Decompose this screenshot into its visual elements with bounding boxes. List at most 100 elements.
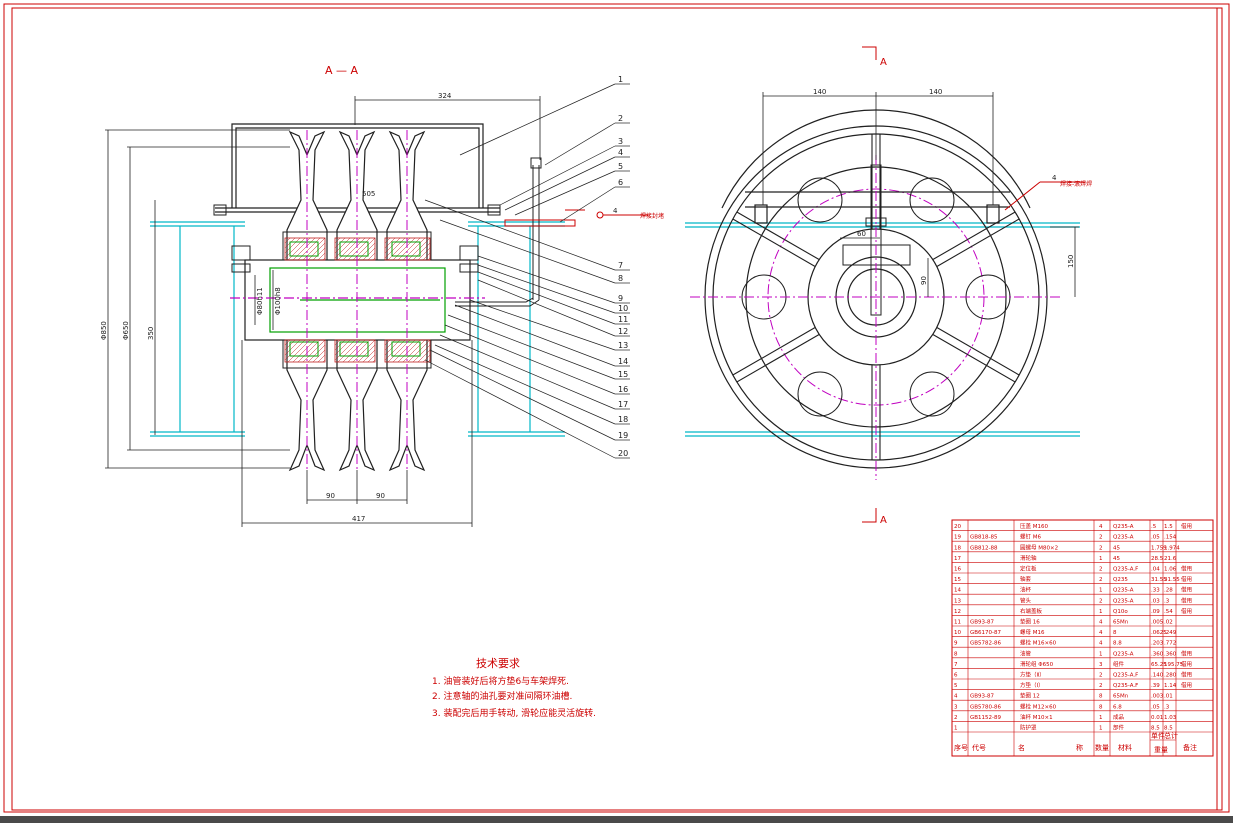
bom-unit-weight: .203 [1151,641,1164,647]
callout-number: 12 [618,327,628,336]
bom-qty: 8 [1099,694,1103,700]
bearing-outline [289,341,319,357]
bom-material: 8.8 [1113,641,1122,647]
bom-unit-weight: 28.5 [1151,556,1164,562]
dimension-lines [105,96,541,527]
bom-no: 15 [954,577,961,583]
bom-code: GB1152-89 [970,715,1002,721]
side-dim-small: 60 [857,230,866,238]
bom-total-weight: .280 [1164,673,1177,679]
bom-no: 6 [954,673,958,679]
bom-qty: 2 [1099,535,1103,541]
bom-code: GB818-85 [970,535,998,541]
callout-number: 4 [618,148,623,157]
bom-total-weight: 195.75 [1164,662,1184,668]
bom-total-weight: .02 [1164,620,1173,626]
bearing-outline [289,241,319,257]
bom-total-weight: .360 [1164,651,1177,657]
bom-no: 11 [954,620,961,626]
weld-note-left-num: 4 [613,207,618,215]
bom-remark: 借用 [1181,607,1192,615]
bom-header-remark: 备注 [1183,743,1197,752]
bom-total-weight: 1.03 [1164,715,1177,721]
bom-no: 19 [954,535,961,541]
bom-total-weight: .28 [1164,588,1173,594]
bom-code: GB812-88 [970,545,998,551]
bom-qty: 4 [1099,630,1103,636]
bom-no: 8 [954,651,958,657]
bom-material: Q235-A [1113,598,1134,604]
note-2: 2. 注意轴的油孔要对准间隔环油槽. [432,690,572,702]
callout-7: 7 [424,199,630,271]
bom-name: 压盖 M160 [1020,522,1048,530]
bom-unit-weight: .39 [1151,683,1160,689]
bom-name: 油杯 M10×1 [1020,713,1053,721]
oil-pipe [455,157,585,307]
bom-unit-weight: .003 [1151,694,1164,700]
note-3: 3. 装配完后用手转动, 滑轮应能灵活旋转. [432,707,596,719]
bom-header-material: 材料 [1118,743,1132,752]
bom-qty: 2 [1099,567,1103,573]
bom-no: 18 [954,545,961,551]
callout-number: 6 [618,178,623,187]
bom-no: 2 [954,715,958,721]
bom-material: Q235-A [1113,524,1134,530]
callout-number: 1 [618,75,623,84]
weld-note-right: 4 焊接-滚焊焊 [1004,174,1092,211]
bom-remark: 借用 [1181,681,1192,689]
dim-shaft-2: Φ100h8 [274,287,282,315]
bom-header-name: 名 [1018,743,1025,752]
bom-material: Q235-A.F [1113,673,1138,679]
bom-total-weight: .54 [1164,609,1173,615]
bom-name: 油管 [1020,649,1032,657]
dim-top-span: 324 [438,92,452,100]
bom-qty: 3 [1099,662,1103,668]
bom-name: 定位板 [1020,565,1037,573]
bom-unit-weight: .5 [1151,524,1157,530]
callout-number: 13 [618,341,628,350]
bom-name: 垫圈 12 [1020,692,1040,700]
callout-2: 2 [544,114,630,166]
bom-name: 方垫（Ⅱ） [1020,671,1045,679]
bom-remark: 借用 [1181,660,1192,668]
callout-1: 1 [459,75,630,156]
bom-name: 螺栓 M16×60 [1020,639,1057,647]
spoke-line [932,333,1016,383]
weld-note-left-text: 焊接封堵 [640,212,664,220]
weld-note-right-num: 4 [1052,174,1057,182]
callout-8: 8 [439,219,630,284]
bom-total-weight: .3 [1164,704,1170,710]
side-holes [741,177,1011,417]
side-spokes [732,134,1020,460]
note-1: 1. 油管装好后将方垫6与车架焊死. [432,675,569,687]
callout-20: 20 [424,359,630,459]
bom-no: 3 [954,704,958,710]
bom-unit-weight: .03 [1151,598,1160,604]
callout-number: 18 [618,415,628,424]
bom-qty: 4 [1099,524,1103,530]
bom-material: 8 [1113,630,1117,636]
bom-code: GB5780-86 [970,704,1002,710]
bom-qty: 2 [1099,683,1103,689]
bom-material: 65Mn [1113,620,1129,626]
bom-unit-weight: .05 [1151,704,1160,710]
bearing-outline [339,341,369,357]
bom-total-weight: .249 [1164,630,1177,636]
callout-number: 10 [618,304,628,313]
dim-pitch-right: 90 [376,492,385,500]
bearing-outline [339,241,369,257]
callout-number: 20 [618,449,628,458]
bom-material: 6.8 [1113,704,1122,710]
bom-unit-weight: 8.5 [1151,726,1160,732]
